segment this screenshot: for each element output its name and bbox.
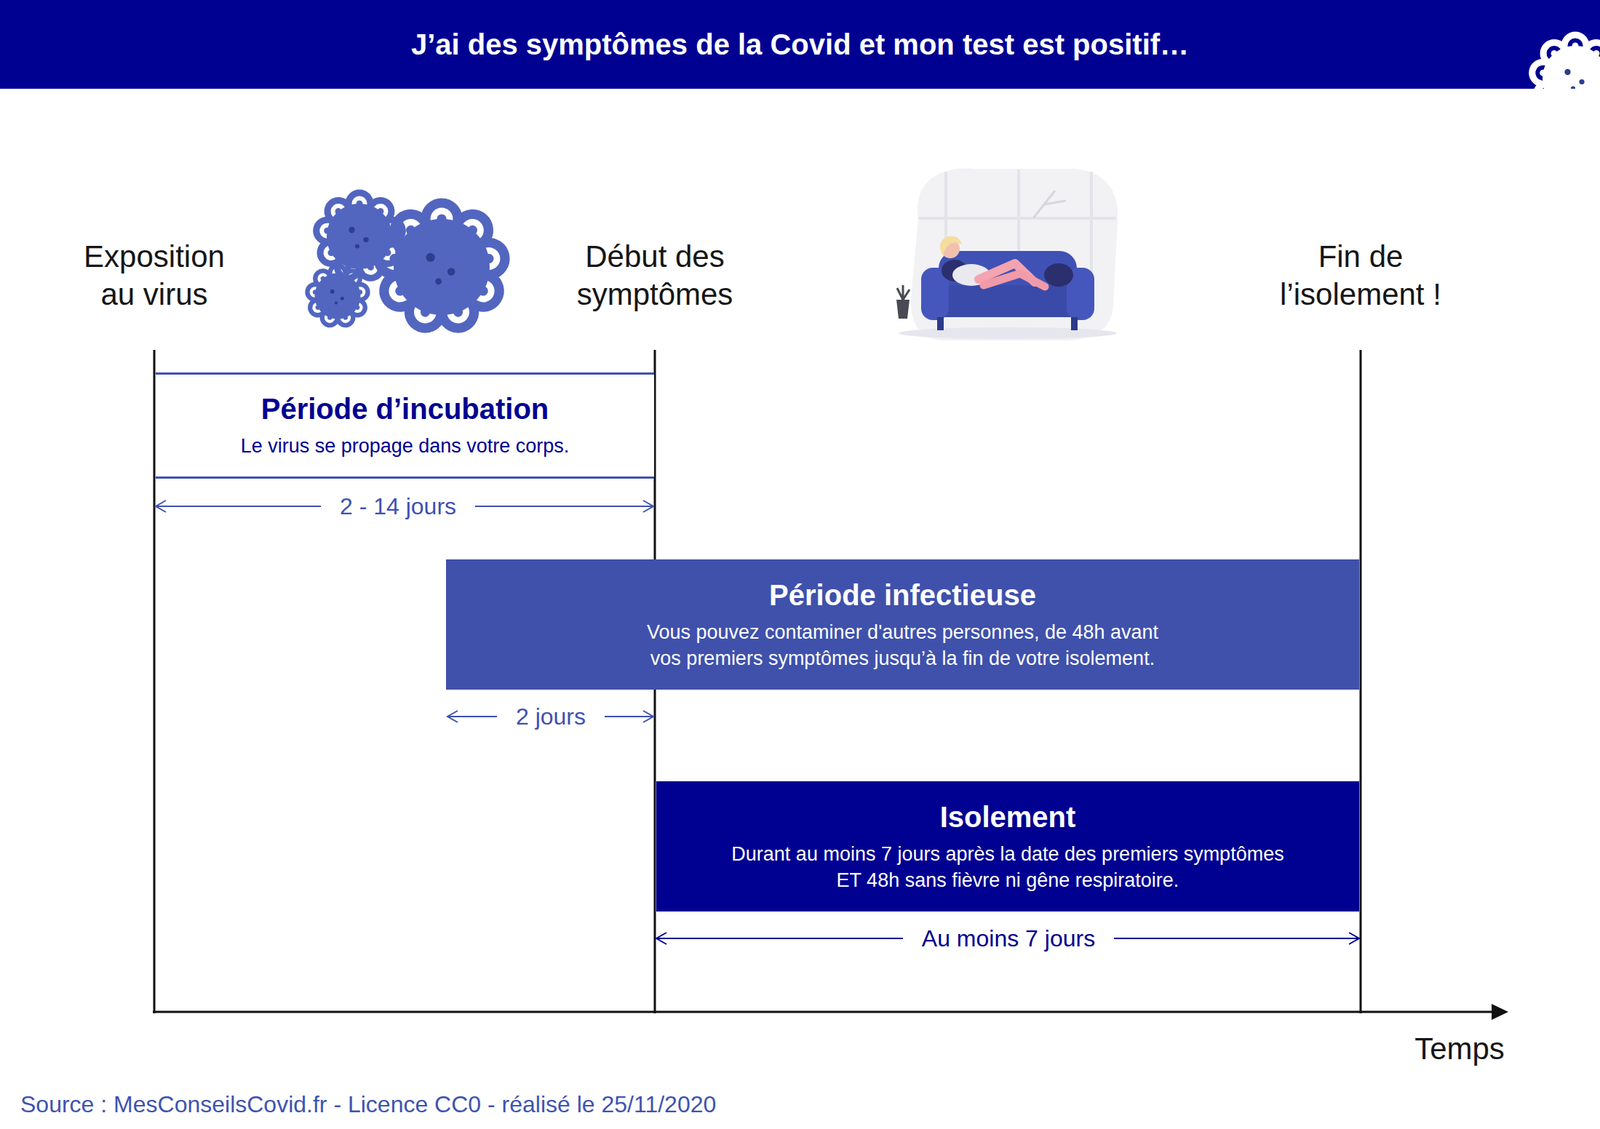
label-holder: Début des symptômes — [575, 237, 735, 315]
event-label: Fin de l’isolement ! — [1278, 237, 1443, 315]
title-bar — [0, 0, 1600, 89]
event-label: Exposition au virus — [82, 237, 227, 315]
source-caption: Source : MesConseilsCovid.fr - Licence C… — [20, 1090, 716, 1119]
box-body: Vous pouvez contaminer d'autres personne… — [645, 619, 1161, 671]
label-holder: Exposition au virus — [82, 237, 227, 315]
virus-illustration — [312, 200, 495, 321]
caption-holder: Source : MesConseilsCovid.fr - Licence C… — [20, 1090, 716, 1119]
axis-label: Temps — [1414, 1031, 1505, 1068]
label-holder: 2 - 14 jours — [320, 492, 476, 521]
box-body: Le virus se propage dans votre corps. — [240, 433, 570, 460]
corner-virus-icon — [1538, 42, 1600, 90]
infectious-band: Période infectieuseVous pouvez contamine… — [446, 559, 1360, 690]
label-holder: Temps — [1414, 1031, 1505, 1068]
box-heading: Période d’incubation — [261, 391, 550, 427]
dimension-label: Au moins 7 jours — [902, 924, 1114, 953]
isolation-band: IsolementDurant au moins 7 jours après l… — [656, 781, 1360, 912]
dimension-label: 2 jours — [496, 702, 605, 731]
box-heading: Période infectieuse — [769, 577, 1037, 613]
axis-arrowhead — [1491, 1004, 1509, 1021]
event-label: Début des symptômes — [575, 237, 735, 315]
incubation-band: Période d’incubation Le virus se propage … — [155, 372, 655, 479]
sofa-illustration — [896, 168, 1118, 341]
title-holder: J’ai des symptômes de la Covid et mon te… — [0, 0, 1600, 89]
label-holder: Au moins 7 jours — [902, 924, 1114, 953]
timeline-lines — [152, 349, 1496, 1014]
page-title: J’ai des symptômes de la Covid et mon te… — [411, 26, 1189, 62]
label-holder: 2 jours — [496, 702, 605, 731]
label-holder: Fin de l’isolement ! — [1278, 237, 1443, 315]
dimension-label: 2 - 14 jours — [320, 492, 476, 521]
box-body: Durant au moins 7 jours après la date de… — [729, 841, 1286, 893]
box-heading: Isolement — [940, 799, 1077, 835]
